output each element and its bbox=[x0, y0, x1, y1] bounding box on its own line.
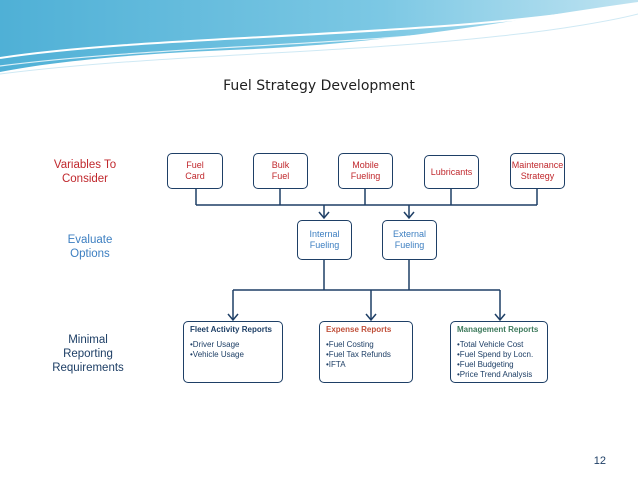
report-item: •IFTA bbox=[326, 360, 346, 369]
report-item: •Fuel Spend by Locn. bbox=[457, 350, 534, 359]
report-item: •Fuel Tax Refunds bbox=[326, 350, 391, 359]
row-label-minimal-reporting: Minimal Reporting Requirements bbox=[52, 334, 124, 374]
variable-lubricants: Lubricants bbox=[424, 155, 479, 189]
report-title: Fleet Activity Reports bbox=[190, 325, 272, 334]
report-expense: Expense Reports •Fuel Costing •Fuel Tax … bbox=[319, 321, 413, 383]
header-wave-decoration bbox=[0, 0, 638, 75]
report-item: •Driver Usage bbox=[190, 340, 240, 349]
page-title: Fuel Strategy Development bbox=[223, 78, 415, 94]
report-item: •Fuel Costing bbox=[326, 340, 374, 349]
report-item: •Fuel Budgeting bbox=[457, 360, 514, 369]
page-number: 12 bbox=[593, 455, 606, 467]
report-title: Management Reports bbox=[457, 325, 539, 334]
report-management: Management Reports •Total Vehicle Cost •… bbox=[450, 321, 548, 383]
report-item: •Total Vehicle Cost bbox=[457, 340, 524, 349]
row-label-variables: Variables To Consider bbox=[53, 159, 117, 185]
report-fleet-activity: Fleet Activity Reports •Driver Usage •Ve… bbox=[183, 321, 283, 383]
report-item: •Price Trend Analysis bbox=[457, 370, 533, 379]
row-label-evaluate: Evaluate Options bbox=[67, 234, 113, 260]
report-item: •Vehicle Usage bbox=[190, 350, 244, 359]
report-title: Expense Reports bbox=[326, 325, 392, 334]
